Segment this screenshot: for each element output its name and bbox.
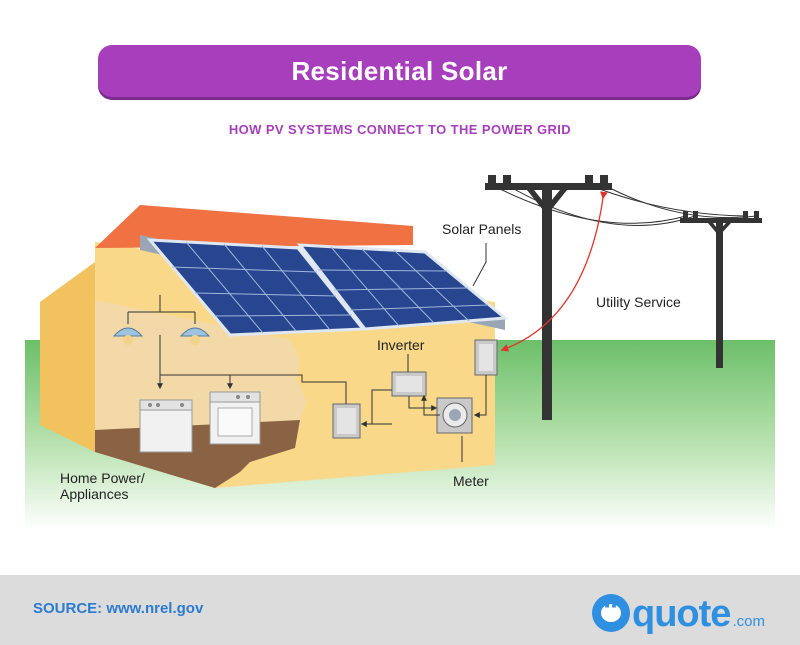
quote-logo[interactable]: quote .com xyxy=(592,588,765,636)
inverter-box xyxy=(391,371,427,397)
logo-text: quote xyxy=(632,593,731,635)
washer-appliance xyxy=(139,399,193,453)
quote-bubble-icon xyxy=(592,594,630,632)
page-subtitle: HOW PV SYSTEMS CONNECT TO THE POWER GRID xyxy=(228,122,572,137)
label-meter: Meter xyxy=(453,473,489,489)
utility-service-wire xyxy=(500,191,608,352)
roof xyxy=(95,205,413,248)
solar-diagram xyxy=(25,175,775,530)
wiring xyxy=(127,295,487,427)
label-home-power-line2: Appliances xyxy=(60,486,129,502)
service-disconnect-box xyxy=(474,339,498,376)
ceiling-lamp-right xyxy=(179,327,211,345)
dryer-appliance xyxy=(209,391,261,445)
ceiling-lamp-left xyxy=(112,327,144,345)
label-pointers xyxy=(407,243,487,462)
label-solar-panels: Solar Panels xyxy=(442,221,522,237)
title-banner: Residential Solar xyxy=(98,45,701,97)
solar-panel-left xyxy=(146,238,367,337)
main-breaker-panel xyxy=(332,403,361,439)
logo-suffix: .com xyxy=(732,613,765,630)
meter-device xyxy=(436,397,473,434)
source-credit: SOURCE: www.nrel.gov xyxy=(33,600,204,617)
house-side-wall xyxy=(40,262,95,452)
page-title: Residential Solar xyxy=(291,55,508,86)
label-inverter: Inverter xyxy=(377,337,425,353)
label-home-power-line1: Home Power/ xyxy=(60,470,145,486)
footer-bar xyxy=(0,575,800,645)
label-home-power: Home Power/ Appliances xyxy=(60,470,145,502)
label-utility-service: Utility Service xyxy=(596,294,681,310)
